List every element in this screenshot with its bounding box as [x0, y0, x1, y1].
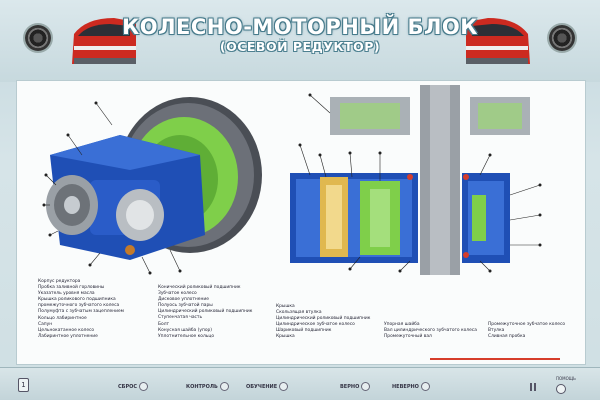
legend-item: Дисковое уплотнение [158, 297, 209, 303]
reset-button-dot-icon [139, 382, 149, 391]
speaker-icon-left [25, 25, 51, 51]
legend-item: Цилиндрический роликовый подшипник [158, 309, 253, 315]
legend-item: Корпус редуктора [38, 279, 81, 284]
legend-item: Шариковый подшипник [276, 328, 332, 334]
incorrect-button-label: НЕВЕРНО [392, 384, 419, 390]
legend-item: Ступенчатая часть [158, 315, 203, 321]
legend-item: Конический роликовый подшипник [158, 285, 241, 290]
legend-item: Сливная пробка [488, 334, 526, 340]
control-button-dot-icon [219, 382, 229, 391]
legend-item: Вал цилиндрического зубчатого колеса [384, 328, 477, 334]
page-title: КОЛЕСНО-МОТОРНЫЙ БЛОК [122, 15, 478, 39]
reset-button[interactable]: СБРОС [118, 382, 149, 391]
legend-column-5: Промежуточное зубчатое колесо Втулка Сли… [488, 322, 565, 340]
legend-item: Болт [158, 321, 170, 327]
legend-item: Цельнокатанное колесо [38, 327, 95, 333]
training-button[interactable]: ОБУЧЕНИЕ [246, 382, 289, 391]
info-icon[interactable]: 1 [18, 378, 29, 392]
legend-item: Промежуточный вал [384, 334, 432, 340]
gearbox-cross-section [290, 85, 542, 275]
info-icon-label: 1 [21, 381, 26, 389]
training-button-label: ОБУЧЕНИЕ [246, 384, 278, 390]
legend-item: Цилиндрическое зубчатое колесо [276, 322, 355, 328]
legend-item: Полумуфта с зубчатым зацеплением [38, 309, 124, 315]
decorative-red-stripe [430, 358, 560, 360]
pause-icon[interactable] [530, 383, 536, 391]
incorrect-button-dot-icon [420, 382, 430, 391]
gearbox-3d-illustration [42, 97, 262, 275]
legend-item: Упорная шайба [384, 322, 420, 327]
speaker-icon-right [549, 25, 575, 51]
legend-item: Лабиринтное уплотнение [38, 333, 98, 339]
legend-item: Промежуточное зубчатое колесо [488, 322, 566, 327]
legend-item: Кольцо лабиринтное [38, 315, 87, 321]
legend-item: Крышка [276, 304, 295, 309]
legend-item: Втулка [488, 328, 505, 334]
legend-item: Цилиндрический роликовый подшипник [276, 316, 371, 322]
correct-button-dot-icon [361, 382, 371, 391]
incorrect-button[interactable]: НЕВЕРНО [392, 382, 430, 391]
page-subtitle: (ОСЕВОЙ РЕДУКТОР) [219, 39, 381, 54]
legend-item: Крышка роликового подшипника [38, 297, 116, 303]
legend-item: Сапун [38, 321, 53, 327]
legend-column-2: Конический роликовый подшипник Зубчатое … [158, 285, 252, 340]
correct-button[interactable]: ВЕРНО [340, 382, 371, 391]
help-icon[interactable] [556, 384, 566, 394]
legend-item: Скользящая втулка [276, 310, 322, 316]
train-image-left [72, 18, 136, 64]
train-image-right [466, 18, 530, 64]
legend-item: Уплотнительное кольцо [158, 333, 215, 339]
legend-column-3: Крышка Скользящая втулка Цилиндрический … [276, 304, 370, 341]
legend-item: Полуось зубчатой пары [158, 303, 213, 309]
legend-column-1: Корпус редуктора Пробка заливной горлови… [38, 279, 124, 340]
legend-item: Конусная шайба (упор) [158, 327, 213, 333]
control-button-label: КОНТРОЛЬ [186, 384, 218, 390]
legend-column-4: Упорная шайба Вал цилиндрического зубчат… [384, 322, 477, 340]
reset-button-label: СБРОС [118, 384, 138, 390]
legend-item: Указатель уровня масла [38, 291, 95, 297]
training-button-dot-icon [279, 382, 289, 391]
control-button[interactable]: КОНТРОЛЬ [186, 382, 229, 391]
correct-button-label: ВЕРНО [340, 384, 360, 390]
footer-bar [0, 368, 600, 400]
legend-item: Крышка [276, 334, 295, 340]
legend-item: промежуточного зубчатого колеса [38, 303, 120, 309]
decorative-stripe [0, 367, 600, 368]
legend-item: Зубчатое колесо [158, 291, 197, 297]
legend-item: Пробка заливной горловины [38, 285, 105, 291]
help-label: ПОМОЩЬ [556, 376, 576, 381]
